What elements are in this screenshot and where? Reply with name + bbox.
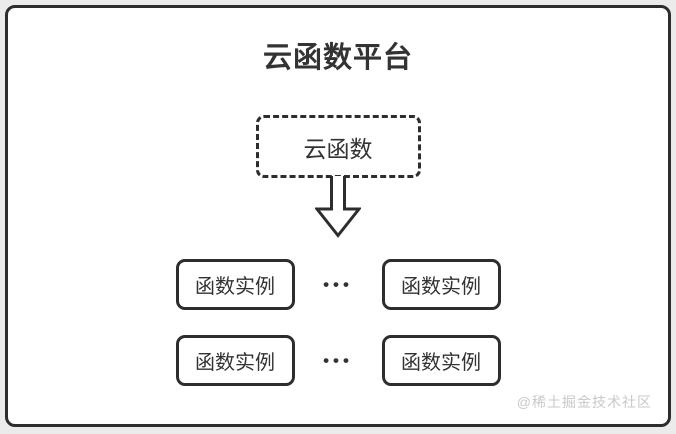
page-title: 云函数平台 <box>262 42 413 74</box>
cloud-function-box: 云函数 <box>255 115 421 178</box>
watermark: @稀土掘金技术社区 <box>516 394 652 410</box>
down-arrow-icon <box>8 176 668 238</box>
ellipsis-dots: ••• <box>323 275 353 294</box>
ellipsis-dots: ••• <box>323 351 353 370</box>
function-instance-label: 函数实例 <box>401 276 481 298</box>
instance-row: 函数实例 ••• 函数实例 <box>8 335 668 386</box>
instance-grid: 函数实例 ••• 函数实例 函数实例 ••• 函数实例 <box>8 259 668 386</box>
function-instance-box: 函数实例 <box>175 259 295 310</box>
function-instance-box: 函数实例 <box>381 259 501 310</box>
function-instance-label: 函数实例 <box>401 352 481 374</box>
cloud-function-label: 云函数 <box>303 135 373 162</box>
instance-row: 函数实例 ••• 函数实例 <box>8 259 668 310</box>
diagram-frame: 云函数平台 云函数 函数实例 ••• 函数实例 函数实例 ••• 函数实例 <box>5 5 671 427</box>
function-instance-box: 函数实例 <box>381 335 501 386</box>
function-instance-label: 函数实例 <box>195 352 275 374</box>
function-instance-box: 函数实例 <box>175 335 295 386</box>
function-instance-label: 函数实例 <box>195 276 275 298</box>
